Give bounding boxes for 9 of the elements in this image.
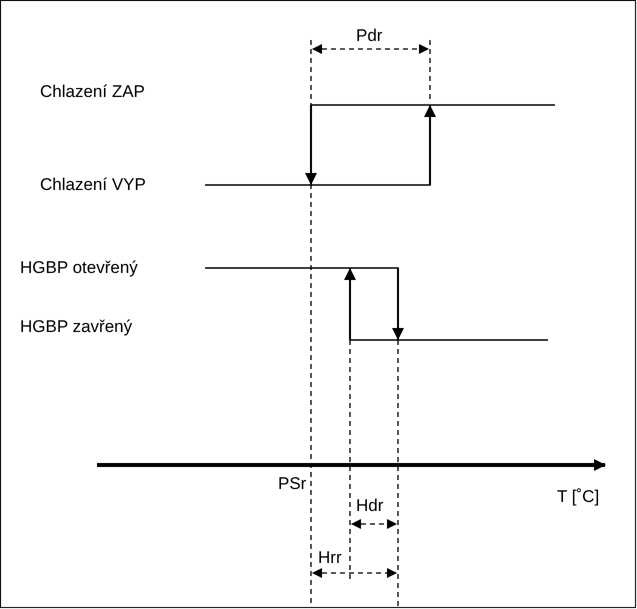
dimension-label: Hdr xyxy=(356,496,384,516)
state-label: Chlazení VYP xyxy=(40,175,146,195)
state-label: Chlazení ZAP xyxy=(40,82,145,102)
dimension-label: Pdr xyxy=(356,26,382,46)
axis-value-label: PSr xyxy=(278,474,306,494)
dimension-label: Hrr xyxy=(318,548,342,568)
state-label: HGBP otevřený xyxy=(20,258,138,278)
state-label: HGBP zavřený xyxy=(20,317,132,337)
axis-label: T [˚C] xyxy=(557,487,600,507)
